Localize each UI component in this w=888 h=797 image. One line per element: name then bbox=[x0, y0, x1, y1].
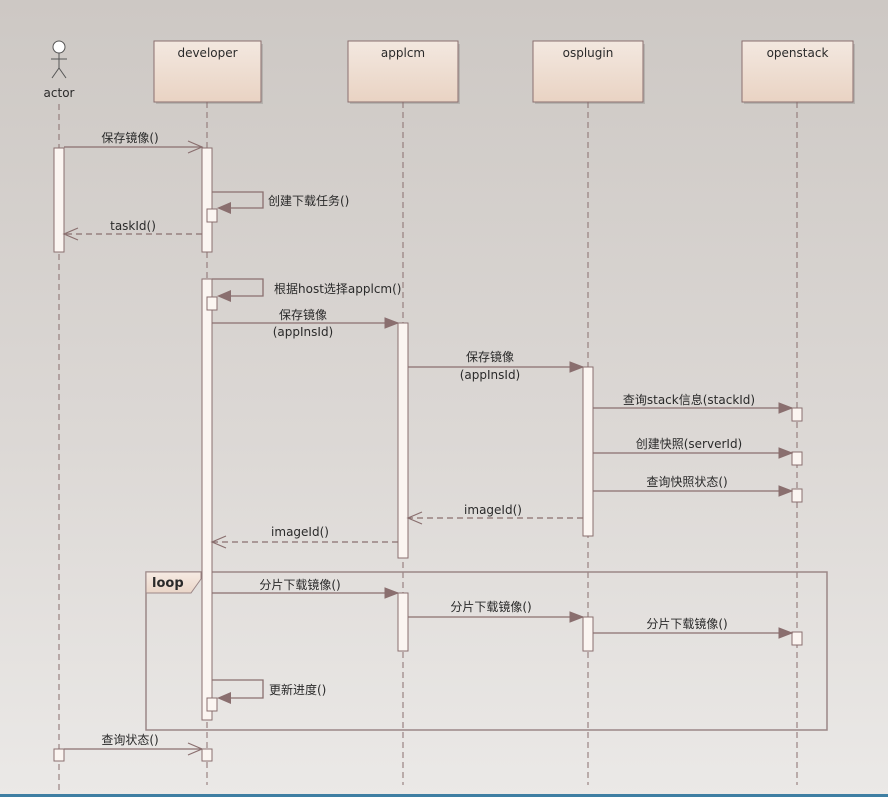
arrowhead-filled bbox=[384, 317, 400, 329]
arrowhead-open bbox=[62, 227, 79, 241]
message-label: 保存镜像 bbox=[279, 307, 327, 322]
arrowhead-open bbox=[210, 535, 227, 549]
message-label: 根据host选择applcm() bbox=[274, 282, 401, 296]
arrowhead-filled bbox=[217, 202, 231, 214]
message-label: imageId() bbox=[464, 503, 522, 517]
arrowhead-filled bbox=[384, 587, 400, 599]
message-label: imageId() bbox=[271, 525, 329, 539]
activation-bar-actor bbox=[53, 748, 65, 762]
message-8[interactable]: 创建快照(serverId) bbox=[593, 437, 792, 454]
arrowhead-filled bbox=[778, 402, 794, 414]
message-9[interactable]: 查询快照状态() bbox=[593, 475, 792, 492]
arrowhead-filled bbox=[217, 290, 231, 302]
message-5[interactable]: 保存镜像 (appInsId) bbox=[212, 307, 398, 339]
message-label: 保存镜像 bbox=[466, 349, 514, 364]
message-4[interactable]: 根据host选择applcm() bbox=[212, 278, 401, 302]
message-label: 查询状态() bbox=[101, 733, 158, 747]
arrowhead-filled bbox=[778, 447, 794, 459]
activation-bar-developer bbox=[201, 147, 213, 253]
arrowhead-filled bbox=[217, 692, 231, 704]
message-label: 创建下载任务() bbox=[268, 193, 349, 208]
message-12[interactable]: 分片下载镜像() bbox=[212, 577, 398, 594]
stick-figure-icon bbox=[51, 40, 67, 79]
message-10[interactable]: imageId() bbox=[408, 503, 583, 519]
loop-fragment: loop bbox=[145, 571, 828, 731]
message-2[interactable]: 创建下载任务() bbox=[212, 191, 349, 214]
lifeline-openstack[interactable]: openstack bbox=[741, 40, 855, 785]
message-label: 分片下载镜像() bbox=[259, 577, 340, 592]
message-15[interactable]: 更新进度() bbox=[212, 679, 326, 704]
message-label: taskId() bbox=[110, 219, 156, 233]
arrowhead-open bbox=[187, 742, 204, 756]
lifeline-label-osplugin: osplugin bbox=[563, 46, 614, 60]
message-14[interactable]: 分片下载镜像() bbox=[593, 616, 792, 634]
activation-bar-openstack bbox=[791, 631, 803, 646]
lifeline-label-applcm: applcm bbox=[381, 46, 425, 60]
lifeline-label-openstack: openstack bbox=[767, 46, 829, 60]
arrowhead-filled bbox=[569, 361, 585, 373]
message-16[interactable]: 查询状态() bbox=[64, 733, 202, 750]
message-label: 分片下载镜像() bbox=[450, 599, 531, 614]
activation-bar-developer bbox=[206, 697, 218, 712]
message-label: 查询stack信息(stackId) bbox=[623, 392, 755, 407]
activation-bar-osplugin bbox=[582, 616, 594, 652]
message-7[interactable]: 查询stack信息(stackId) bbox=[593, 392, 792, 409]
message-11[interactable]: imageId() bbox=[212, 525, 398, 543]
lifeline-box bbox=[532, 40, 644, 103]
arrowhead-filled bbox=[778, 627, 794, 639]
lifeline-developer[interactable]: developer bbox=[153, 40, 263, 785]
activation-bar-developer bbox=[201, 278, 213, 721]
lifeline-box bbox=[153, 40, 262, 103]
activation-bar-actor bbox=[53, 147, 65, 253]
message-3[interactable]: taskId() bbox=[64, 219, 202, 235]
message-13[interactable]: 分片下载镜像() bbox=[408, 599, 583, 618]
message-label: 保存镜像() bbox=[101, 130, 158, 145]
activation-bar-applcm bbox=[397, 322, 409, 559]
message-label-line2: (appInsId) bbox=[460, 368, 521, 382]
activation-bar-openstack bbox=[791, 407, 803, 422]
message-6[interactable]: 保存镜像 (appInsId) bbox=[408, 349, 583, 382]
arrowhead-open bbox=[406, 511, 423, 525]
activation-bar-applcm bbox=[397, 592, 409, 652]
loop-label: loop bbox=[152, 576, 184, 591]
message-label: 查询快照状态() bbox=[646, 475, 727, 489]
lifeline-osplugin[interactable]: osplugin bbox=[532, 40, 645, 785]
arrowhead-filled bbox=[778, 485, 794, 497]
arrowhead-open bbox=[187, 140, 204, 154]
message-1[interactable]: 保存镜像() bbox=[64, 130, 202, 148]
activation-bar-developer bbox=[201, 748, 213, 762]
activation-bar-developer bbox=[206, 296, 218, 311]
window-bottom-border bbox=[0, 794, 888, 797]
lifeline-label-developer: developer bbox=[177, 46, 237, 60]
activation-bar-osplugin bbox=[582, 366, 594, 537]
message-label: 分片下载镜像() bbox=[646, 616, 727, 631]
message-label: 更新进度() bbox=[269, 682, 326, 697]
activation-bar-developer bbox=[206, 208, 218, 223]
lifeline-box bbox=[347, 40, 459, 103]
actor-label: actor bbox=[44, 86, 75, 100]
message-label: 创建快照(serverId) bbox=[636, 437, 743, 451]
activation-bar-openstack bbox=[791, 488, 803, 503]
activation-bar-openstack bbox=[791, 451, 803, 466]
message-label-line2: (appInsId) bbox=[273, 325, 334, 339]
arrowhead-filled bbox=[569, 611, 585, 623]
